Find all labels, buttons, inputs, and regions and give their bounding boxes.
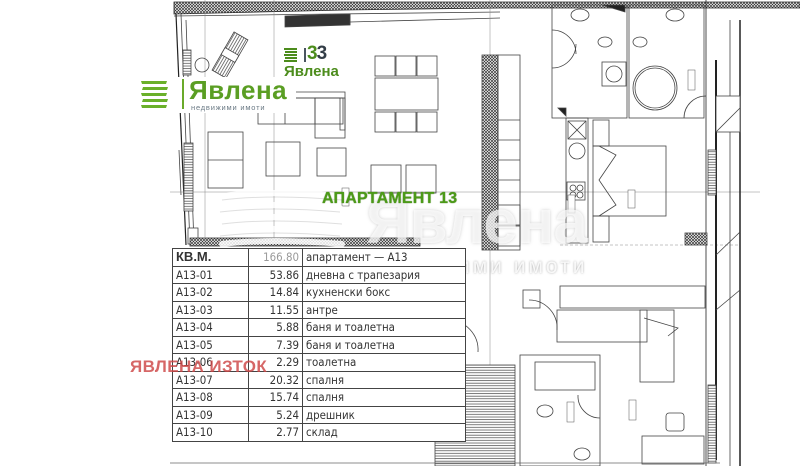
- room-code: A13-03: [172, 300, 249, 319]
- room-code: A13-10: [172, 423, 249, 442]
- apartment-title: АПАРТАМЕНТ 13: [322, 190, 458, 207]
- room-code: A13-09: [172, 405, 249, 424]
- red-watermark-text: ЯВЛЕНА ИЗТОК: [130, 357, 268, 376]
- room-code: A13-04: [172, 318, 249, 337]
- room-code: A13-08: [172, 388, 249, 407]
- room-desc: кухненски бокс: [302, 283, 466, 302]
- header-total-area: 166.80: [248, 248, 303, 267]
- logo-subtitle: недвижими имоти: [191, 103, 266, 112]
- watermark-brand-name: Явлена: [366, 188, 588, 257]
- room-code: A13-05: [172, 335, 249, 354]
- room-desc: баня и тоалетна: [302, 318, 466, 337]
- logo-divider: [182, 79, 184, 109]
- room-desc: антре: [302, 300, 466, 319]
- room-area: 5.88: [248, 318, 303, 337]
- stripes-logo-icon: [284, 48, 297, 62]
- yavlena-33-badge: 33 Явлена: [284, 43, 348, 82]
- room-area: 11.55: [248, 300, 303, 319]
- room-area: 5.24: [248, 405, 303, 424]
- room-area: 2.77: [248, 423, 303, 442]
- header-unit: КВ.М.: [172, 248, 249, 267]
- room-desc: склад: [302, 423, 466, 442]
- room-area: 53.86: [248, 265, 303, 284]
- room-area: 7.39: [248, 335, 303, 354]
- room-area: 14.84: [248, 283, 303, 302]
- logo-brand-name: Явлена: [189, 75, 288, 105]
- header-description: апартамент — А13: [302, 248, 466, 267]
- room-desc: дрешник: [302, 405, 466, 424]
- room-code: A13-02: [172, 283, 249, 302]
- yavlena-logo: Явлена недвижими имоти: [136, 75, 296, 113]
- room-desc: дневна с трапезария: [302, 265, 466, 284]
- badge-divider: [304, 48, 306, 62]
- room-desc: тоалетна: [302, 353, 466, 372]
- badge-number: 33: [307, 43, 327, 64]
- table-header-row: КВ.М. 166.80 апартамент — А13: [172, 248, 466, 267]
- room-desc: баня и тоалетна: [302, 335, 466, 354]
- badge-brand-name: Явлена: [284, 63, 339, 80]
- stripes-logo-icon: [141, 81, 168, 108]
- room-code: A13-01: [172, 265, 249, 284]
- room-desc: спалня: [302, 370, 466, 389]
- room-desc: спалня: [302, 388, 466, 407]
- room-area: 15.74: [248, 388, 303, 407]
- watermark-stripes-icon: [217, 190, 345, 247]
